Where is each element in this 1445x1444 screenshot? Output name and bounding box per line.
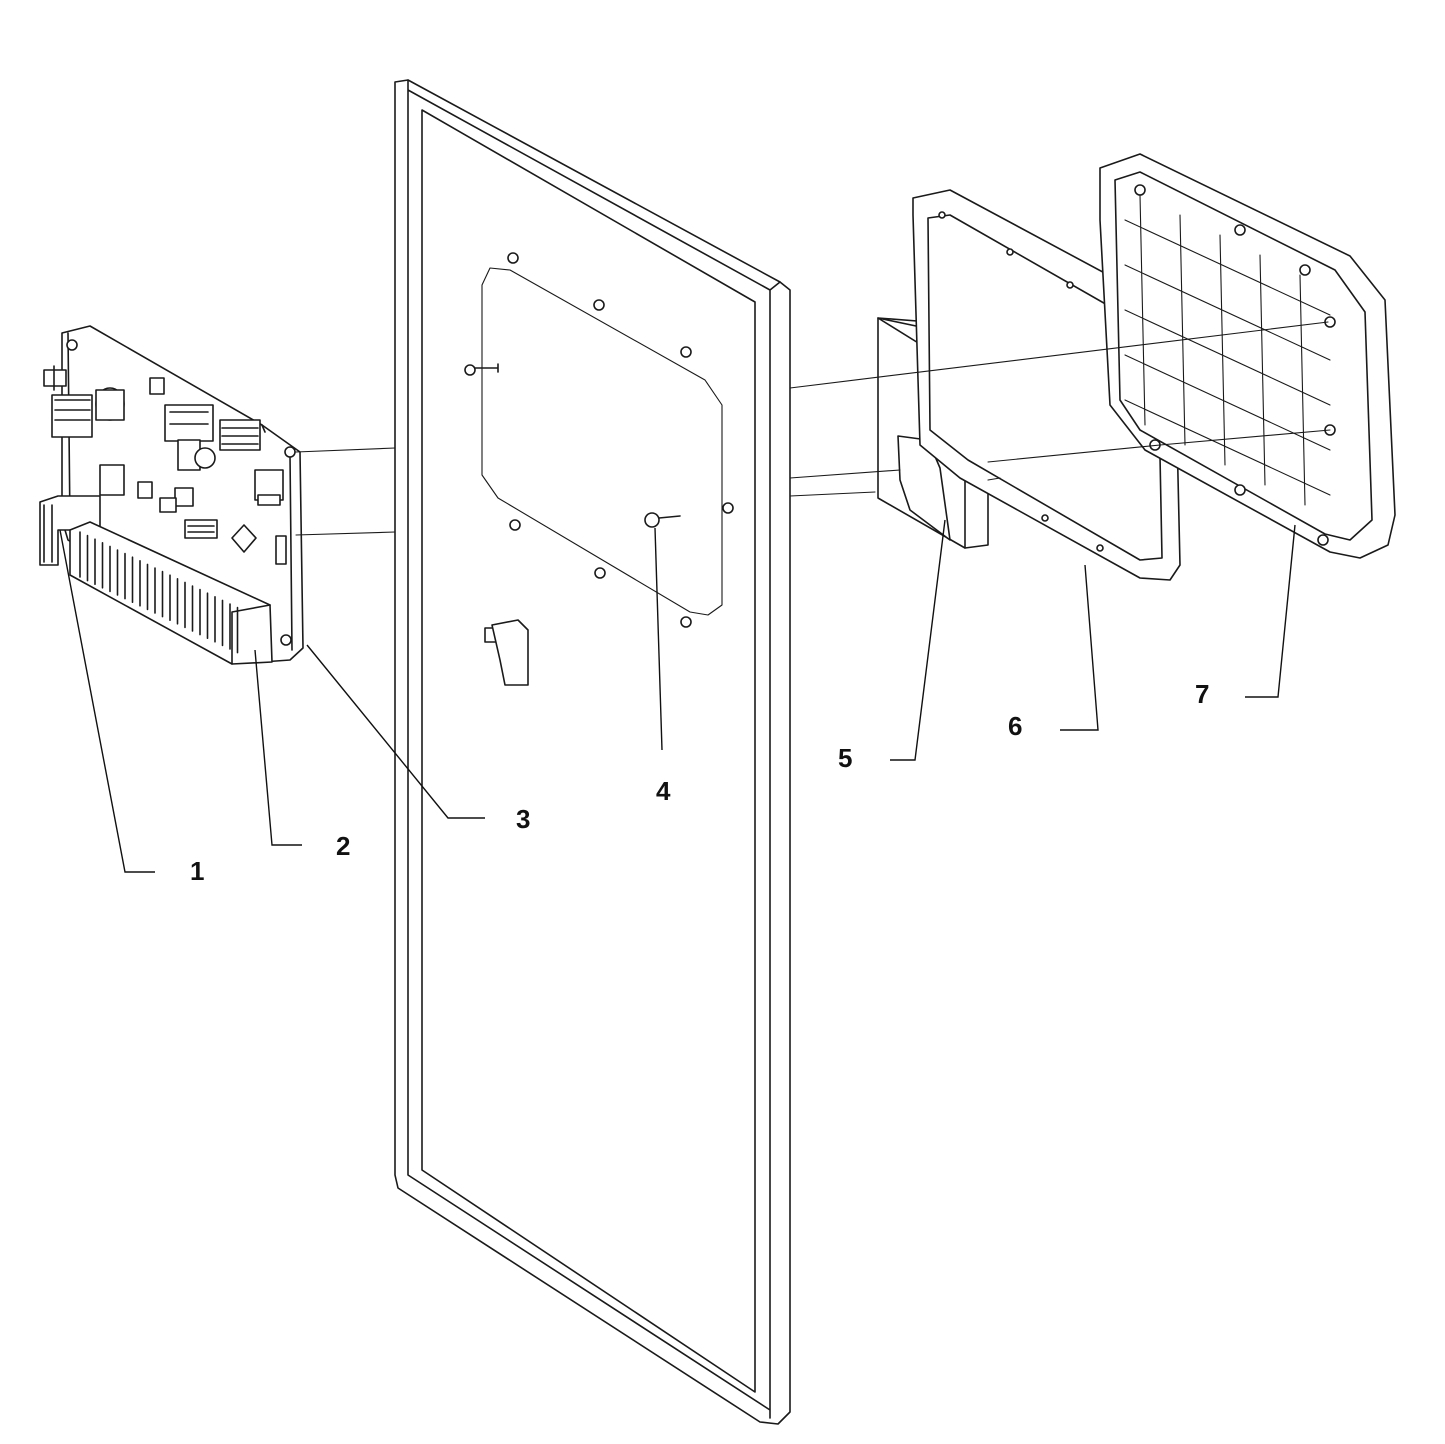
callouts: 1 2 3 4 5 6 7	[190, 679, 1209, 886]
mounting-panel	[394, 79, 791, 1425]
terminal-block	[69, 521, 273, 665]
callout-2: 2	[336, 831, 350, 861]
leader-3	[306, 644, 485, 819]
leader-5	[890, 519, 946, 761]
assembly-axis-lines	[295, 321, 1331, 536]
callout-7: 7	[1195, 679, 1209, 709]
callout-4: 4	[656, 776, 671, 806]
leader-lines	[59, 519, 1296, 873]
callout-1: 1	[190, 856, 204, 886]
leader-2	[254, 649, 302, 846]
callout-6: 6	[1008, 711, 1022, 741]
leader-6	[1060, 564, 1099, 731]
screw	[644, 512, 681, 528]
callout-5: 5	[838, 743, 852, 773]
leader-7	[1245, 524, 1296, 698]
pcb-board	[43, 325, 304, 663]
leader-4	[654, 527, 663, 751]
callout-3: 3	[516, 804, 530, 834]
leader-1	[59, 529, 155, 873]
